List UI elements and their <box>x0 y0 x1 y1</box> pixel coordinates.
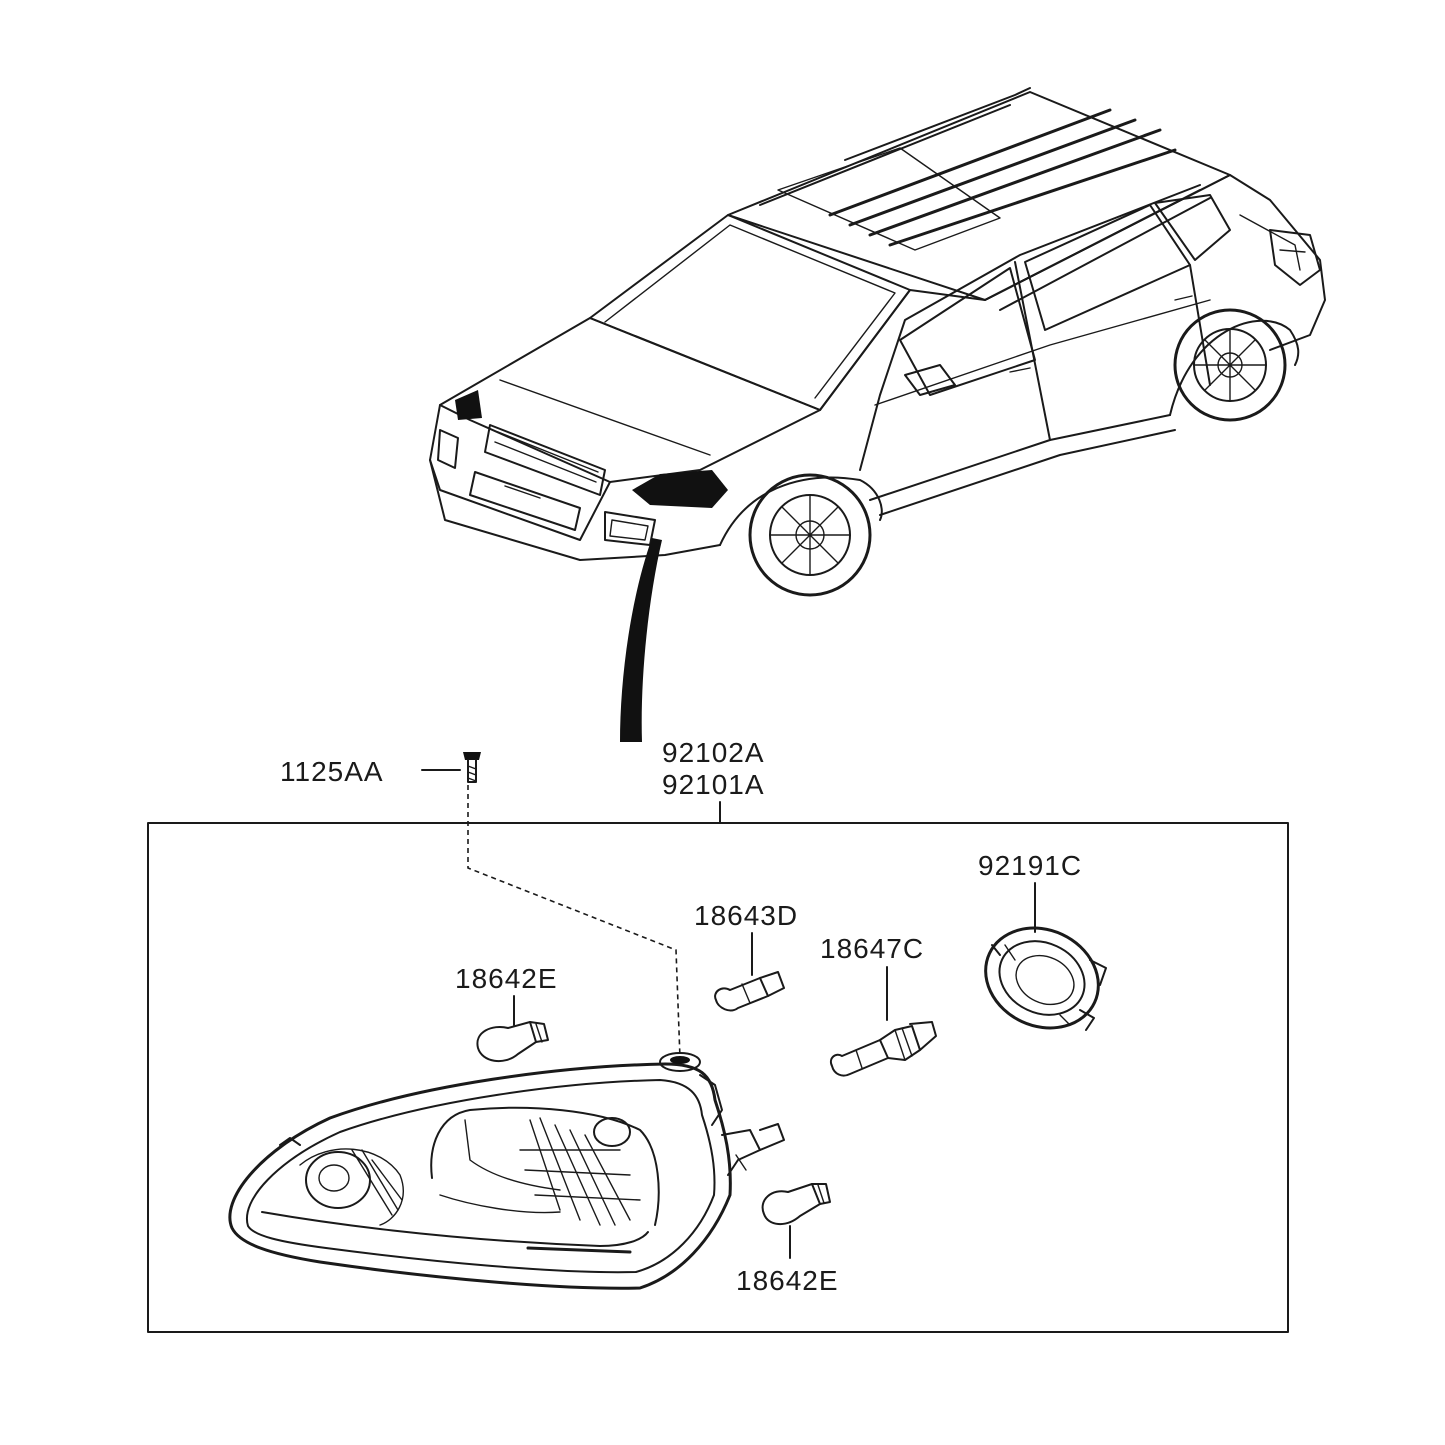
bolt-dashed-leader <box>467 785 681 1059</box>
part-label-92191C: 92191C <box>978 850 1082 881</box>
socket-cover-part <box>984 926 1107 1031</box>
headlamp-bulb-part <box>830 1021 937 1077</box>
part-label-18642E-upper: 18642E <box>455 963 558 994</box>
callout-pointer <box>620 538 662 742</box>
bolt-part <box>463 752 481 783</box>
wedge-bulb-part <box>714 971 785 1012</box>
part-label-92101A: 92101A <box>662 769 765 800</box>
left-headlight-highlight <box>455 390 482 420</box>
part-label-18643D: 18643D <box>694 900 798 931</box>
bulb-lower-part <box>761 1183 831 1225</box>
bulb-upper-part <box>476 1021 549 1063</box>
right-headlight-highlight <box>632 470 728 508</box>
part-label-18647C: 18647C <box>820 933 924 964</box>
part-label-92102A: 92102A <box>662 737 765 768</box>
part-label-18642E-lower: 18642E <box>736 1265 839 1296</box>
vehicle-illustration <box>429 87 1326 597</box>
part-label-1125AA: 1125AA <box>280 756 384 787</box>
headlamp-assembly <box>228 1052 785 1290</box>
parts-box <box>147 822 1289 1333</box>
